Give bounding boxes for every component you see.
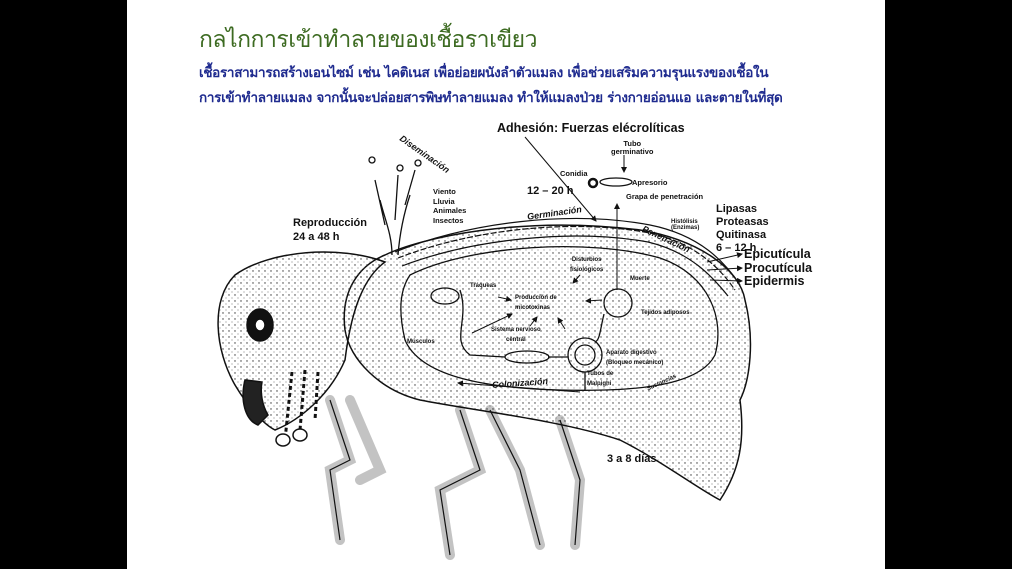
label-tubos-malpighi: Tubos de Malpighi [587, 369, 613, 389]
insect-body [217, 224, 752, 560]
label-line: Malpighi [587, 381, 612, 387]
label-line: micotoxinas [515, 305, 551, 311]
label-line: germinativo [611, 146, 654, 156]
label-musculos: Músculos [407, 339, 435, 345]
label-aparato-digestivo: Aparato digestivo (Bloqueo mecánico) [606, 348, 663, 368]
label-line: Reproducción [293, 217, 367, 229]
label-time-germination: 12 – 20 h [527, 185, 574, 197]
label-tejidos: Tejidos adiposos [641, 310, 690, 316]
label-line: Disturbios [571, 257, 602, 263]
label-line: Tubo [623, 139, 642, 148]
label-micotoxinas: Producción de micotoxinas [515, 293, 557, 313]
label-apresorio: Apresorio [632, 178, 668, 187]
label-proteasas: Proteasas [716, 216, 769, 228]
label-line: Tubos de [587, 371, 614, 377]
label-traqueas: Tráqueas [470, 283, 497, 289]
label-adhesion: Adhesión: Fuerzas elécrolíticas [497, 121, 685, 135]
label-quitinasa: Quitinasa [716, 229, 767, 241]
label-line: central [506, 337, 526, 343]
label-conidia: Conidia [560, 169, 588, 178]
label-lluvia: Lluvia [433, 196, 455, 206]
arrows [457, 136, 743, 393]
label-disturbios: Disturbios fisiológicos [570, 255, 603, 275]
label-lipasas: Lipasas [716, 203, 757, 215]
label-viento: Viento [433, 187, 456, 196]
label-line: Producción de [515, 295, 557, 301]
label-grapa: Grapa de penetración [626, 192, 704, 201]
label-line: (Bloqueo mecánico) [606, 360, 664, 366]
label-layers: Epicutícula Procutícula Epidermis [744, 247, 813, 289]
label-histolisis: Histólisis(Enzimas) [671, 219, 699, 232]
body-cavity [400, 246, 719, 391]
body-line-1: เชื้อราสามารถสร้างเอนไซม์ เช่น ไคติเนส เ… [199, 65, 769, 81]
label-animales: Animales [433, 206, 467, 215]
label-line: 24 a 48 h [293, 231, 340, 243]
label-insectos: Insectos [433, 215, 464, 225]
label-enzymes: Lipasas Proteasas Quitinasa 6 – 12 h [716, 203, 769, 255]
label-epidermis: Epidermis [744, 274, 805, 288]
label-sistema-nervioso: Sistema nervioso central [491, 325, 541, 345]
body-line-2: การเข้าทำลายแมลง จากนั้นจะปล่อยสารพิษทำล… [199, 90, 783, 106]
label-line: fisiológicos [570, 267, 604, 273]
label-reproduccion: Reproducción 24 a 48 h [293, 216, 367, 244]
cuticle-layers [394, 217, 741, 297]
conidium-structure [587, 177, 633, 189]
label-procuticula: Procutícula [744, 260, 813, 275]
label-line: (Enzimas) [671, 225, 700, 232]
conidiophore [368, 156, 422, 256]
label-time-colonization: 3 a 8 días [607, 453, 657, 465]
label-time-penetration: 6 – 12 h [716, 242, 757, 254]
label-line: Histólisis [671, 219, 698, 225]
label-muerte: Muerte [630, 276, 650, 282]
label-agents: Viento Lluvia Animales Insectos [433, 187, 466, 225]
label-line: Aparato digestivo [606, 350, 657, 356]
slide-title: กลไกการเข้าทำลายของเชื้อราเขียว [199, 27, 538, 53]
label-epicuticula: Epicutícula [744, 247, 811, 261]
label-line: Sistema nervioso [491, 327, 541, 333]
